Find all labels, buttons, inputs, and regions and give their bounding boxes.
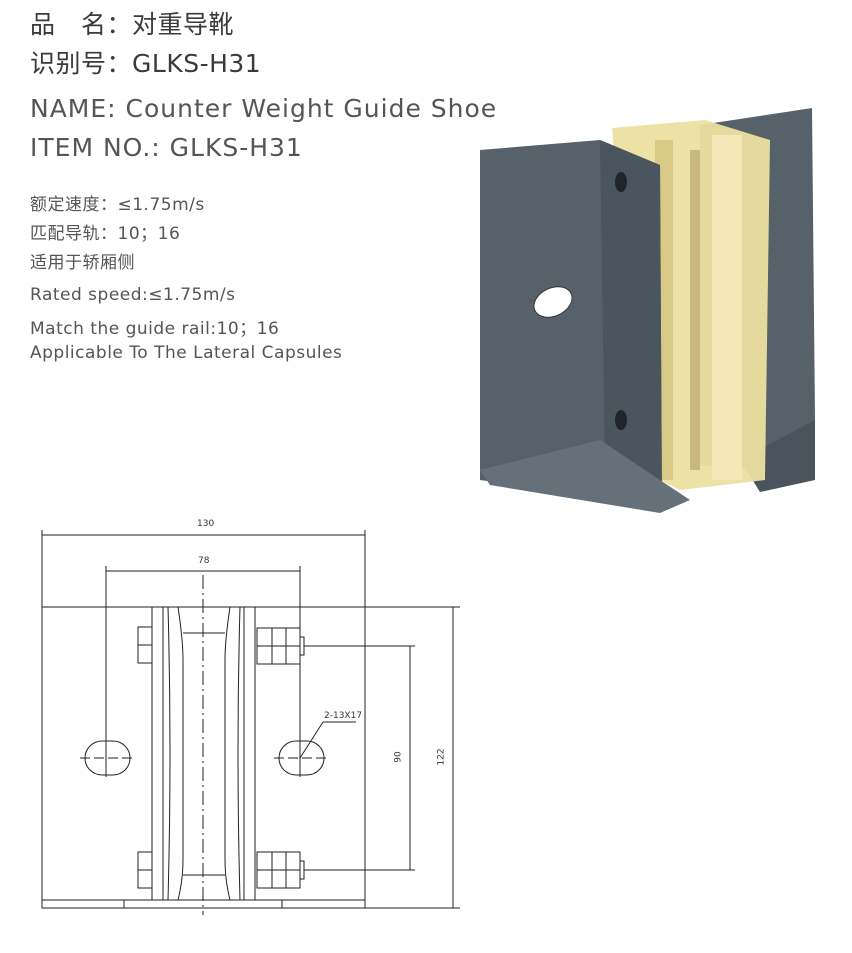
label: 识别号： [30, 49, 133, 78]
spec-cn-rail: 匹配导轨：10；16 [30, 224, 181, 244]
product-name-en: NAME: Counter Weight Guide Shoe [30, 94, 498, 123]
label: 品 名： [30, 10, 133, 39]
spec-en-rail: Match the guide rail:10；16 [30, 319, 280, 339]
dim-width: 130 [197, 519, 215, 529]
dim-hole-spacing: 78 [198, 556, 210, 566]
spec-cn-side: 适用于轿厢侧 [30, 253, 135, 273]
product-id-cn: 识别号：GLKS-H31 [30, 44, 261, 80]
dim-bolt-spacing: 90 [393, 751, 404, 763]
product-name-cn: 品 名：对重导靴 [30, 5, 234, 41]
spec-en-speed: Rated speed:≤1.75m/s [30, 285, 236, 305]
spec-cn-speed: 额定速度：≤1.75m/s [30, 195, 205, 215]
spec-en-side: Applicable To The Lateral Capsules [30, 343, 343, 363]
value: 对重导靴 [132, 10, 235, 39]
dim-height: 122 [436, 748, 447, 766]
value: GLKS-H31 [132, 49, 262, 78]
item-no-en: ITEM NO.: GLKS-H31 [30, 133, 303, 162]
hole-note: 2-13X17 [324, 711, 363, 721]
